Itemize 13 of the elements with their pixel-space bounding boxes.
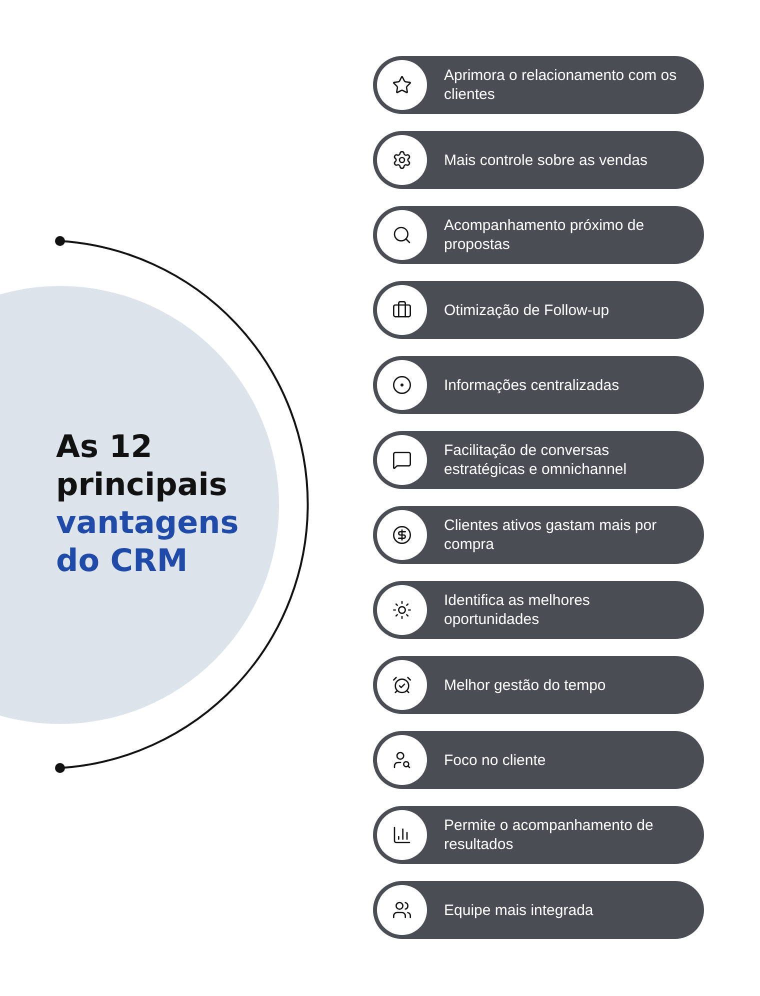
benefit-text: Equipe mais integrada bbox=[444, 900, 594, 920]
benefit-text: Facilitação de conversas estratégicas e omnichannel bbox=[444, 441, 628, 479]
title: As 12 principais vantagens do CRM bbox=[56, 428, 240, 580]
benefit-text: Informações centralizadas bbox=[444, 376, 620, 394]
benefit-text: Melhor gestão do tempo bbox=[444, 676, 606, 694]
benefit-text: Foco no cliente bbox=[444, 750, 546, 770]
benefit-text: Otimização de Follow-up bbox=[444, 300, 610, 320]
benefit-text: Aprimora o relacionamento com os clientes bbox=[444, 66, 678, 104]
benefit-text: Acompanhamento próximo de propostas bbox=[444, 216, 646, 254]
benefit-text: Mais controle sobre as vendas bbox=[444, 150, 648, 170]
benefit-text: Clientes ativos gastam mais por compra bbox=[444, 516, 658, 554]
benefit-text: Identifica as melhores oportunidades bbox=[444, 591, 591, 629]
benefit-text: Permite o acompanhamento de resultados bbox=[444, 816, 654, 854]
